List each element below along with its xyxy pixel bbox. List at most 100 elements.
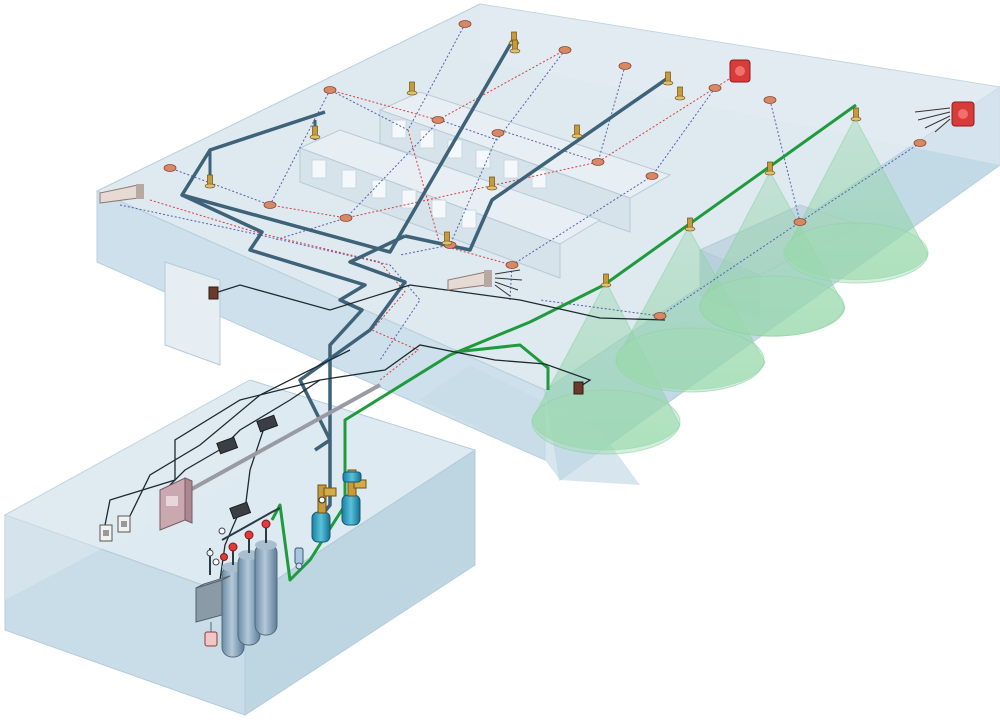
sprinkler-deflector bbox=[600, 282, 612, 288]
sprinkler-head bbox=[684, 217, 696, 232]
smoke-detector-body bbox=[163, 164, 177, 172]
weighing-unit-body bbox=[204, 631, 218, 647]
rack-panel bbox=[419, 129, 435, 149]
smoke-detector bbox=[163, 164, 177, 172]
sprinkler-head bbox=[571, 124, 583, 139]
alarm-valve-body bbox=[341, 494, 361, 526]
control-wire bbox=[104, 344, 592, 526]
control-panel-display bbox=[166, 496, 178, 506]
manual-release-stations bbox=[99, 515, 131, 542]
sprinkler-head bbox=[509, 39, 521, 54]
sprinkler-deflector bbox=[441, 240, 453, 246]
smoke-detector bbox=[793, 218, 807, 226]
pressure-gauge bbox=[212, 558, 220, 566]
sprinkler-head bbox=[674, 86, 686, 101]
smoke-detector bbox=[505, 261, 519, 269]
cylinder-valve bbox=[228, 542, 238, 552]
rack-panel bbox=[475, 149, 491, 169]
spray-cone-base bbox=[615, 327, 765, 393]
sprinkler-head bbox=[486, 176, 498, 191]
sprinkler-deflector bbox=[486, 185, 498, 191]
sprinkler-head bbox=[764, 161, 776, 176]
sprinkler-heads bbox=[204, 31, 862, 288]
weighing-unit bbox=[204, 622, 218, 647]
discharge-pipe bbox=[270, 103, 857, 582]
smoke-detector bbox=[618, 62, 632, 70]
smoke-detector bbox=[645, 172, 659, 180]
sprinkler-deflector bbox=[662, 80, 674, 86]
cylinder-valve bbox=[261, 519, 271, 529]
smoke-detector-body bbox=[618, 62, 632, 70]
rack-panels bbox=[311, 119, 547, 229]
alarm-bell-dome bbox=[735, 66, 745, 76]
smoke-detector-body bbox=[323, 86, 337, 94]
release-station-button bbox=[103, 530, 109, 536]
gas-cylinder bbox=[254, 540, 278, 636]
alarm-valve-cap bbox=[342, 471, 362, 483]
alarm-valve-body bbox=[311, 511, 331, 543]
release-station-button bbox=[121, 521, 127, 527]
main-pipe bbox=[404, 76, 669, 252]
main-building-floor-shadow bbox=[420, 365, 640, 485]
control-wire bbox=[214, 284, 666, 321]
smoke-detector bbox=[591, 158, 605, 166]
smoke-detector-body bbox=[763, 96, 777, 104]
spray-cone bbox=[615, 226, 766, 390]
smoke-detector-body bbox=[591, 158, 605, 166]
control-wire bbox=[164, 444, 229, 491]
alarm-sound-lines bbox=[914, 107, 951, 133]
alarm-bells bbox=[729, 59, 975, 133]
alarm-valve bbox=[311, 484, 337, 543]
smoke-detector-body bbox=[645, 172, 659, 180]
rack-panel bbox=[371, 179, 387, 199]
alarm-bell-dome bbox=[958, 109, 968, 119]
alarm-wiring-line bbox=[149, 199, 419, 381]
actuator-cabinet bbox=[195, 575, 231, 623]
alarm-valve bbox=[341, 469, 367, 526]
sprinkler-deflector bbox=[571, 133, 583, 139]
junction-boxes bbox=[216, 414, 279, 520]
sprinkler-head bbox=[406, 81, 418, 96]
discharge-pipe bbox=[454, 343, 550, 390]
pressure-gauge bbox=[206, 549, 214, 557]
gas-cylinder-bank bbox=[206, 507, 281, 658]
main-pipe bbox=[181, 193, 367, 452]
pressure-switch bbox=[294, 547, 304, 570]
smoke-detector-body bbox=[431, 116, 445, 124]
discharge-pipework bbox=[270, 103, 857, 582]
cylinder-valve bbox=[244, 530, 254, 540]
control-wire bbox=[244, 424, 266, 511]
junction-box bbox=[256, 414, 279, 433]
sprinkler-deflector bbox=[674, 95, 686, 101]
rack-panel bbox=[531, 169, 547, 189]
spray-cone-base bbox=[531, 389, 681, 455]
rack-panel bbox=[431, 199, 447, 219]
alarm-bell bbox=[914, 101, 975, 133]
junction-box bbox=[229, 501, 252, 520]
alarm-valve-gauge bbox=[318, 496, 326, 504]
sprinkler-deflector bbox=[850, 116, 862, 122]
detector-wiring-line bbox=[539, 99, 801, 317]
spray-cone-base bbox=[699, 275, 845, 337]
alarm-horn bbox=[99, 184, 144, 204]
rack-panel bbox=[391, 119, 407, 139]
smoke-detector-body bbox=[558, 46, 572, 54]
gas-cylinder-body bbox=[254, 542, 278, 636]
smoke-detector bbox=[708, 84, 722, 92]
control-wire bbox=[127, 349, 351, 521]
sprinkler-head bbox=[662, 71, 674, 86]
smoke-detector-body bbox=[913, 139, 927, 147]
sprinkler-deflector bbox=[509, 48, 521, 54]
cylinder-room-right-wall bbox=[244, 449, 476, 716]
smoke-detector bbox=[339, 214, 353, 222]
alarm-horns bbox=[99, 184, 523, 297]
gas-cylinder-top bbox=[255, 540, 277, 550]
grey-conduit bbox=[189, 383, 381, 492]
detector-wiring-line bbox=[119, 204, 421, 361]
smoke-detector-body bbox=[263, 201, 277, 209]
sprinkler-deflector bbox=[764, 170, 776, 176]
sprinkler-deflector bbox=[309, 134, 321, 140]
sprinkler-deflector bbox=[684, 226, 696, 232]
